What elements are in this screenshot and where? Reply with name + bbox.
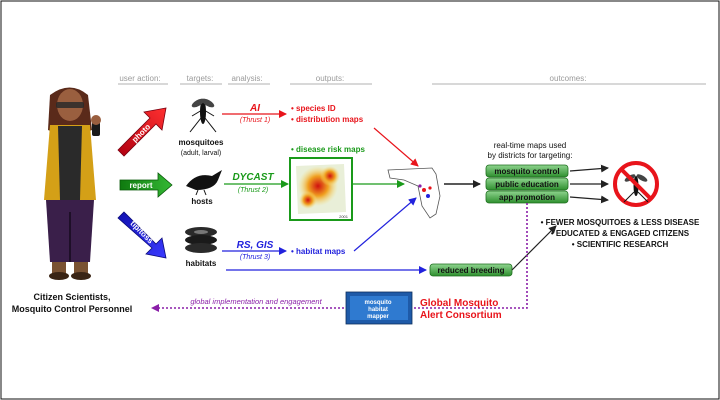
output-species-id: • species ID (291, 104, 336, 113)
result-scientific-research: • SCIENTIFIC RESEARCH (572, 240, 669, 249)
target-habitats: habitats (186, 259, 217, 268)
global-feedback-loop (151, 203, 528, 312)
global-implementation-label: global implementation and engagement (190, 297, 322, 306)
analysis-dycast: DYCAST (232, 172, 274, 183)
host-bird-icon (186, 170, 222, 196)
result-fewer-mosquitoes: • FEWER MOSQUITOES & LESS DISEASE (541, 218, 700, 227)
no-mosquito-icon (613, 161, 659, 207)
output-distribution-maps: • distribution maps (291, 115, 364, 124)
svg-text:mapper: mapper (367, 314, 389, 320)
svg-text:habitat: habitat (368, 307, 388, 313)
target-hosts: hosts (191, 197, 213, 206)
intervention-public-education: public education (485, 177, 569, 191)
report-arrow: report (119, 172, 173, 198)
habitat-to-map-arrow (353, 197, 417, 252)
result-educated-citizens: • EDUCATED & ENGAGED CITIZENS (551, 229, 690, 238)
target-mosquitoes-sub: (adult, larval) (181, 150, 221, 157)
people-line2: Mosquito Control Personnel (12, 304, 133, 314)
analysis-ai-sub: (Thrust 1) (240, 117, 270, 124)
header-outcomes: outcomes: (550, 74, 587, 83)
analysis-rs-gis-sub: (Thrust 3) (240, 254, 270, 261)
breeding-to-results-arrow (511, 225, 557, 271)
reduced-breeding-label: reduced breeding (437, 266, 504, 275)
app-promotion-label: app promotion (499, 193, 555, 202)
intervention-app-promotion: app promotion (485, 190, 569, 204)
reduced-breeding-box: reduced breeding (429, 263, 513, 277)
public-education-label: public education (495, 180, 559, 189)
mosquito-control-label: mosquito control (494, 167, 559, 176)
target-mosquitoes: mosquitoes (179, 138, 224, 147)
citizen-scientist-figure (44, 87, 101, 280)
svg-text:mosquito: mosquito (365, 300, 392, 306)
distribution-to-map-arrow (373, 127, 419, 167)
disease-risk-map-image: 2001 (289, 157, 353, 221)
people-line1: Citizen Scientists, (33, 292, 110, 302)
column-headers: user action: targets: analysis: outputs:… (118, 74, 706, 85)
consortium-line2: Alert Consortium (420, 310, 502, 321)
header-targets: targets: (187, 74, 214, 83)
mosquito-icon (189, 98, 217, 133)
map-year: 2001 (339, 214, 349, 219)
intervention-mosquito-control: mosquito control (485, 164, 569, 178)
florida-map-icon (387, 167, 441, 219)
mosquito-habitat-mapper-logo: mosquito habitat mapper (345, 291, 413, 325)
header-user-action: user action: (119, 74, 160, 83)
control-to-outcome-arrow (569, 164, 609, 173)
realtime-line1: real-time maps used (494, 141, 566, 150)
report-label: report (129, 181, 152, 190)
output-disease-risk-maps: • disease risk maps (291, 145, 366, 154)
tire-stack-icon (185, 227, 217, 253)
consortium-line1: Global Mosquito (420, 298, 498, 309)
analysis-rs-gis: RS, GIS (237, 240, 274, 251)
output-habitat-maps: • habitat maps (291, 247, 346, 256)
header-outputs: outputs: (316, 74, 344, 83)
analysis-dycast-sub: (Thrust 2) (238, 187, 268, 194)
realtime-line2: by districts for targeting: (488, 151, 573, 160)
header-analysis: analysis: (231, 74, 262, 83)
analysis-ai: AI (249, 103, 260, 114)
promotion-to-outcome-arrow (569, 195, 609, 204)
